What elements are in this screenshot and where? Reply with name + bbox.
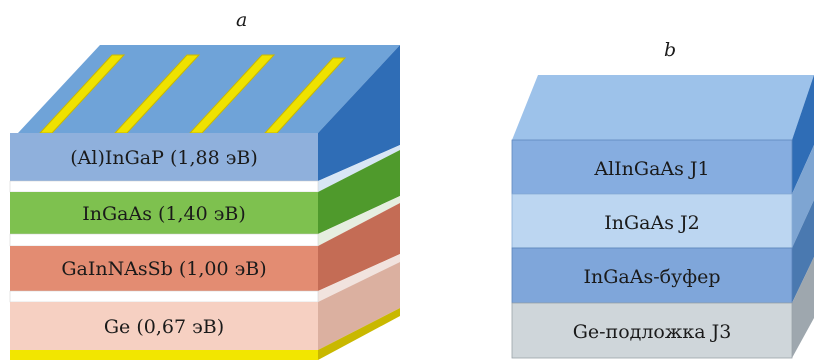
panel-b-top-face [512,75,814,140]
panel-a-gap-3 [9,290,319,303]
panel-a-layer-4 [10,302,318,350]
panel-b-layer-4 [511,302,793,359]
panel-a-side-2 [318,150,400,234]
panel-a-layer-1 [10,133,318,181]
panel-a-layer-3 [10,246,318,291]
panel-b-layer-3-label: InGaAs-буфер [583,266,720,288]
panel-b-layer-2 [511,193,793,249]
panel-b-stack: AlInGaAs J1 InGaAs J2 InGaAs-буфер Ge-по… [511,75,814,359]
panel-b-layer-4-label: Ge-подложка J3 [573,321,732,343]
panel-a-layer-1-label: (Al)InGaP (1,88 эВ) [70,147,257,169]
panel-b-side-4 [792,257,814,358]
panel-a-side-contact [318,308,400,360]
panel-a-layer-2-label: InGaAs (1,40 эВ) [82,203,246,225]
caption-a: a [236,9,247,31]
caption-b: b [664,39,676,61]
panel-a-bottom-contact [10,350,318,360]
panel-a-gap-1 [9,180,319,193]
panel-a-side-3 [318,203,400,291]
panel-b-side-3 [792,200,814,303]
panel-a-layer-2 [10,192,318,234]
panel-a-layer-4-label: Ge (0,67 эВ) [104,316,224,338]
panel-a-side-4 [318,262,400,350]
panel-b-layer-1 [511,139,793,195]
panel-a-gap-2 [9,233,319,247]
panel-a-side-gap-1 [318,145,400,192]
panel-b-side-1 [792,75,814,194]
panel-b-side-2 [792,145,814,248]
panel-a-side-1 [318,45,400,181]
panel-a-layer-3-label: GaInNAsSb (1,00 эВ) [61,258,266,280]
panel-a-contact-fingers [38,54,347,134]
panel-b-layer-1-label: AlInGaAs J1 [593,158,709,180]
panel-a-stack: (Al)InGaP (1,88 эВ) InGaAs (1,40 эВ) GaI… [9,45,400,360]
panel-a-side-gap-3 [318,254,400,302]
panel-a-side-gap-2 [318,196,400,246]
panel-b-layer-2-label: InGaAs J2 [604,212,699,234]
